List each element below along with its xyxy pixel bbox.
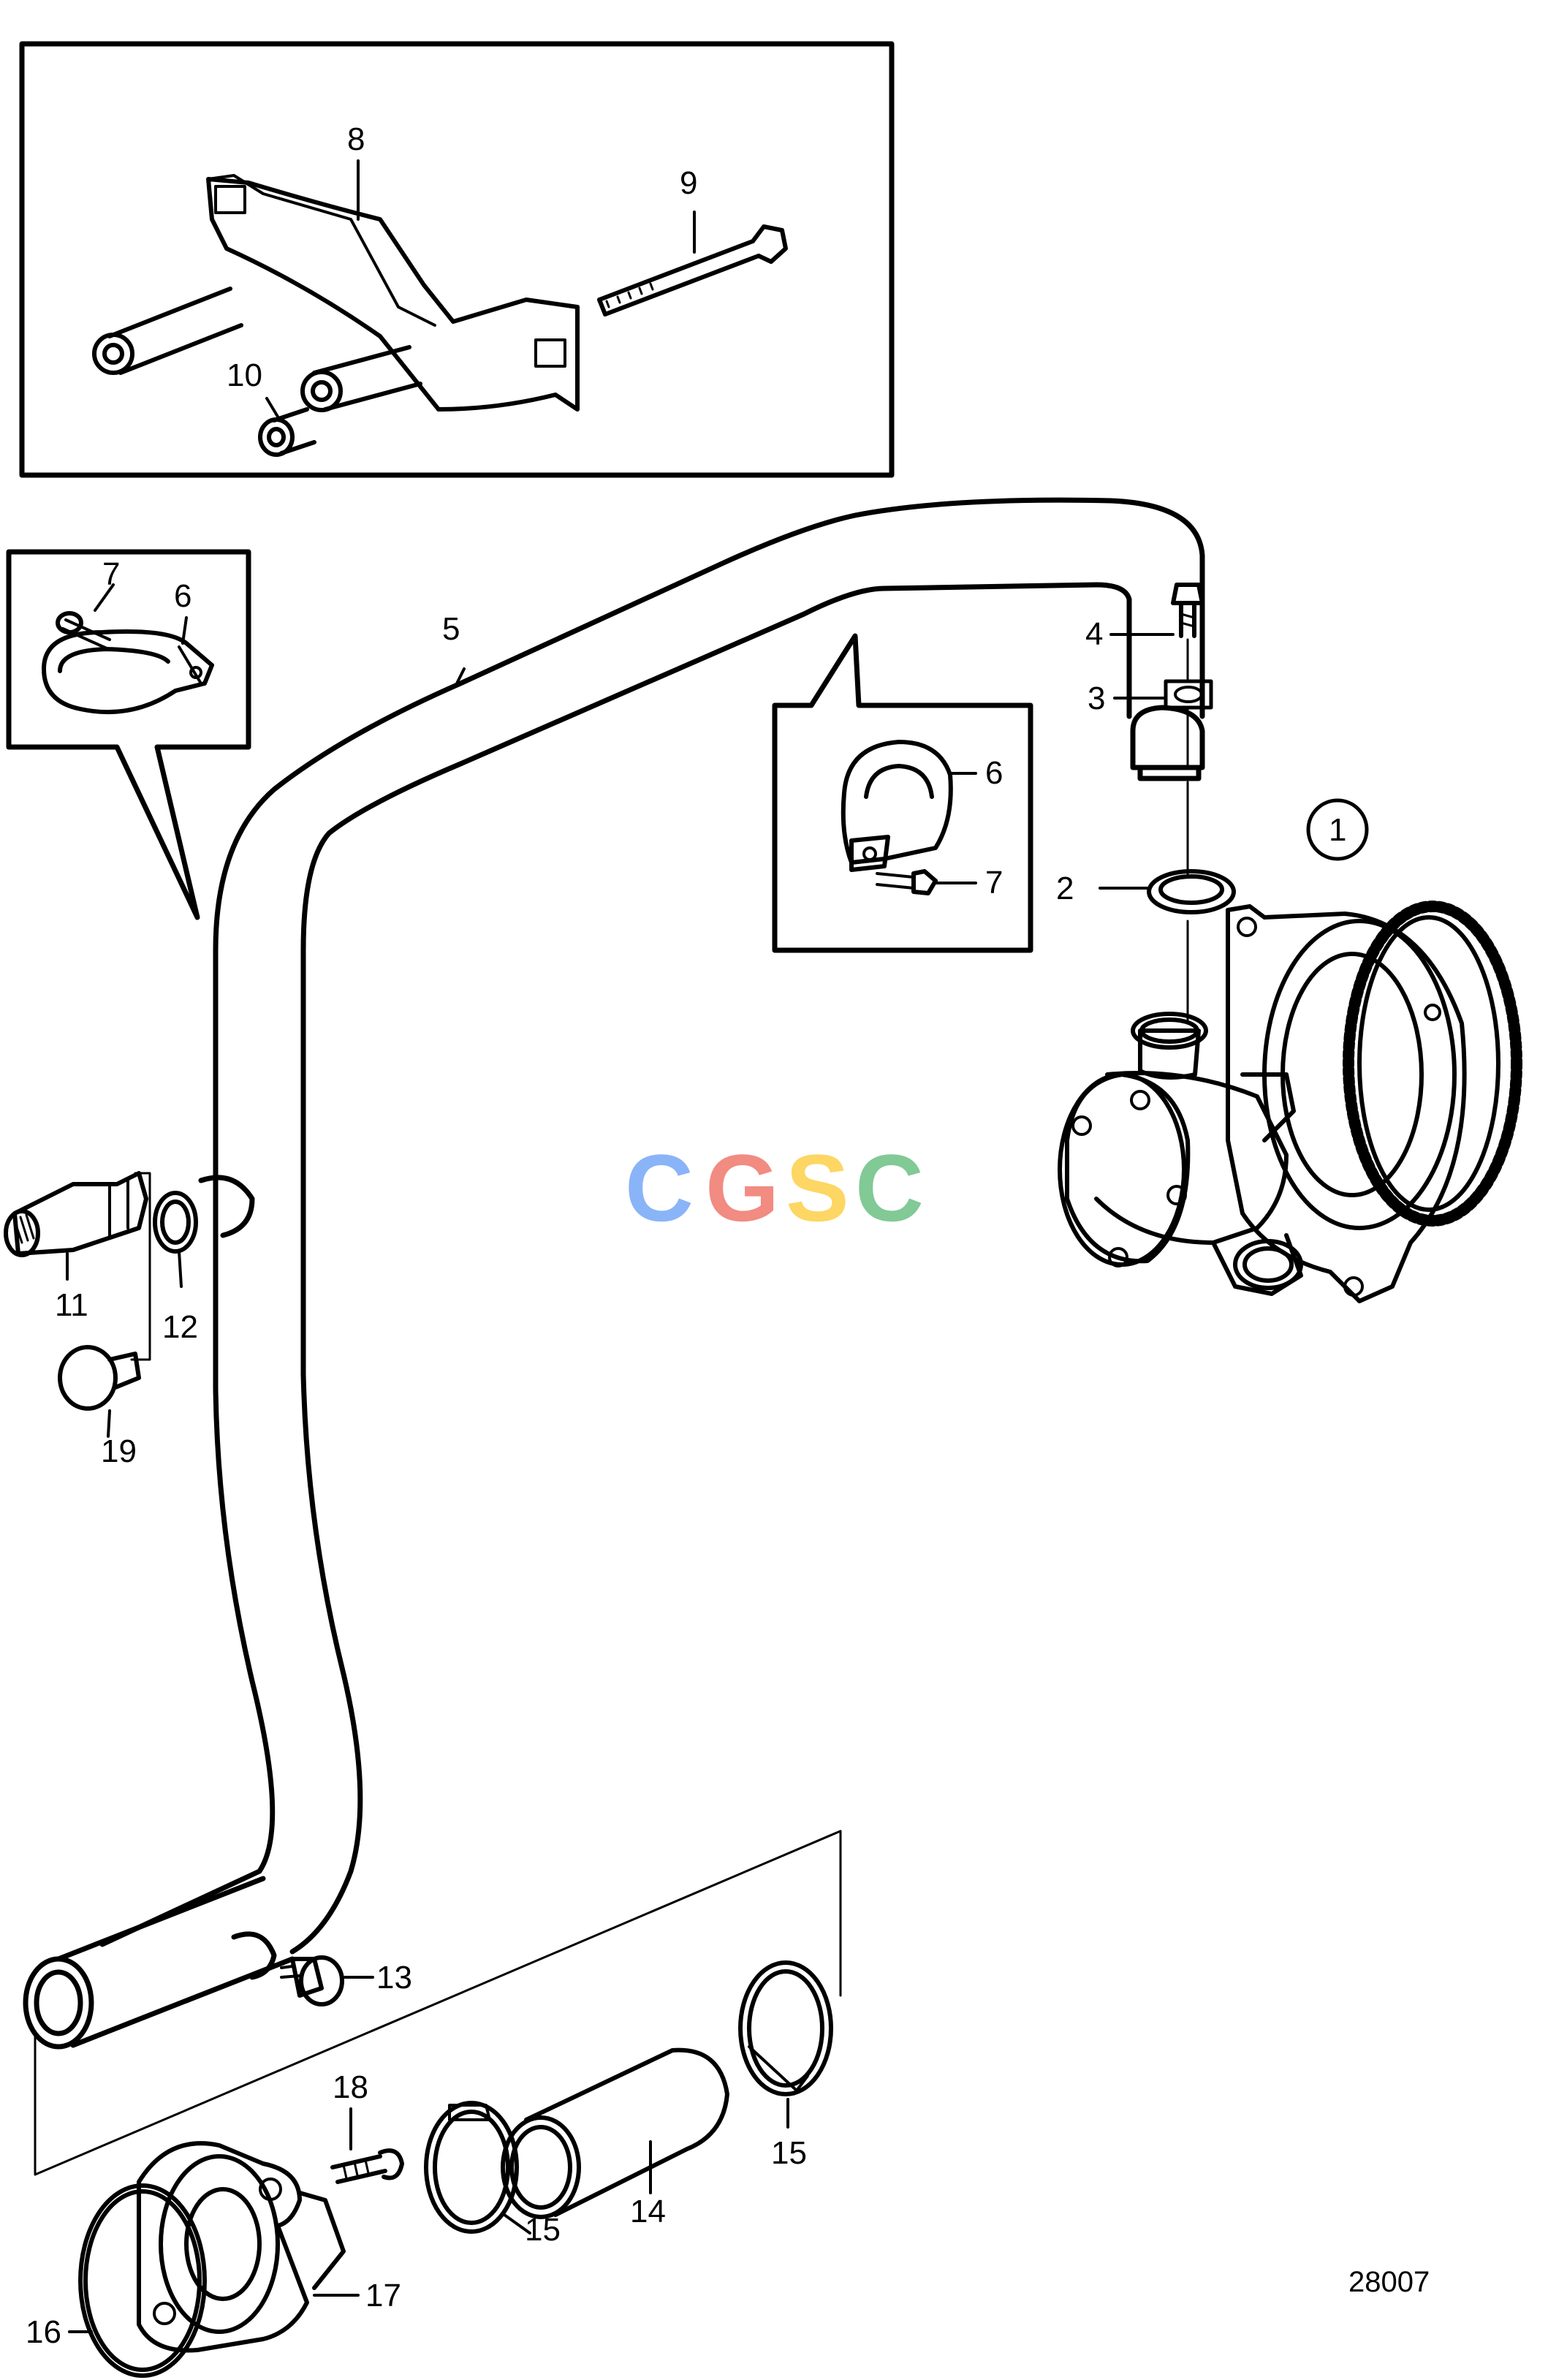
callout-1-circle bbox=[1306, 798, 1369, 861]
callout-5: 5 bbox=[442, 611, 460, 647]
watermark-letter: C bbox=[625, 1134, 694, 1241]
connector-17 bbox=[137, 2141, 346, 2353]
callout-14: 14 bbox=[630, 2194, 666, 2229]
bracket-plate bbox=[206, 177, 580, 412]
clamp-screw-left bbox=[56, 611, 111, 650]
screw-4 bbox=[1171, 583, 1204, 638]
watermark-letter: G bbox=[705, 1134, 779, 1241]
long-bolt bbox=[597, 224, 788, 317]
o-ring-16 bbox=[78, 2183, 207, 2378]
pipe-clamp-left bbox=[42, 629, 214, 715]
callout-4: 4 bbox=[1085, 616, 1103, 652]
watermark-letter: C bbox=[855, 1134, 924, 1241]
callout-3: 3 bbox=[1088, 681, 1105, 716]
clamp-inset-left: 7 6 bbox=[6, 549, 251, 920]
sea-water-pump bbox=[1058, 798, 1522, 1303]
callout-15-lower: 15 bbox=[525, 2212, 561, 2248]
pipe-clamp-center bbox=[841, 740, 953, 872]
seal-ring-12 bbox=[153, 1191, 198, 1254]
hose-kit-frame bbox=[34, 1830, 842, 2176]
temperature-sensor bbox=[4, 1171, 148, 1257]
callout-12: 12 bbox=[162, 1309, 198, 1345]
callout-2: 2 bbox=[1056, 871, 1074, 906]
clamp-inset-left-frame bbox=[6, 549, 251, 920]
screw-18 bbox=[330, 2148, 404, 2184]
callout-7-center: 7 bbox=[985, 865, 1003, 901]
seal-ring-2 bbox=[1147, 869, 1236, 914]
callout-11: 11 bbox=[55, 1287, 88, 1323]
callout-15-upper: 15 bbox=[771, 2135, 807, 2171]
callout-17: 17 bbox=[365, 2278, 401, 2313]
callout-7-left: 7 bbox=[102, 556, 120, 592]
hose-14 bbox=[501, 2047, 729, 2219]
drawing-number: 28007 bbox=[1348, 2266, 1430, 2298]
callout-10: 10 bbox=[227, 357, 262, 393]
clamp-inset-center-frame bbox=[772, 633, 1033, 953]
hose-clamp-lower bbox=[424, 2101, 519, 2234]
callout-9: 9 bbox=[680, 165, 697, 201]
spacer-tube-upper bbox=[107, 287, 243, 375]
plug-19 bbox=[58, 1345, 141, 1411]
spacer-bushing bbox=[258, 407, 316, 457]
callout-6-left: 6 bbox=[174, 578, 191, 614]
callout-18: 18 bbox=[333, 2069, 368, 2105]
bracket-inset-frame bbox=[19, 41, 895, 478]
clamp-inset-center: 6 7 bbox=[772, 633, 1033, 953]
callout-19: 19 bbox=[101, 1433, 137, 1469]
plug-13 bbox=[280, 1955, 344, 2006]
cgsc-watermark: C G S C bbox=[625, 1134, 924, 1241]
callout-13: 13 bbox=[376, 1960, 412, 1996]
clip-nut-3 bbox=[1164, 679, 1213, 710]
hose-clamp-upper bbox=[738, 1960, 833, 2096]
callout-8: 8 bbox=[347, 121, 365, 157]
callout-6-center: 6 bbox=[985, 755, 1003, 791]
callout-1: 1 bbox=[1329, 812, 1346, 848]
watermark-letter: S bbox=[786, 1134, 849, 1241]
callout-16: 16 bbox=[26, 2314, 61, 2350]
clamp-screw-center bbox=[876, 869, 938, 895]
bracket-inset: 8 9 10 bbox=[19, 41, 895, 478]
coolant-pipe bbox=[23, 497, 1205, 2050]
